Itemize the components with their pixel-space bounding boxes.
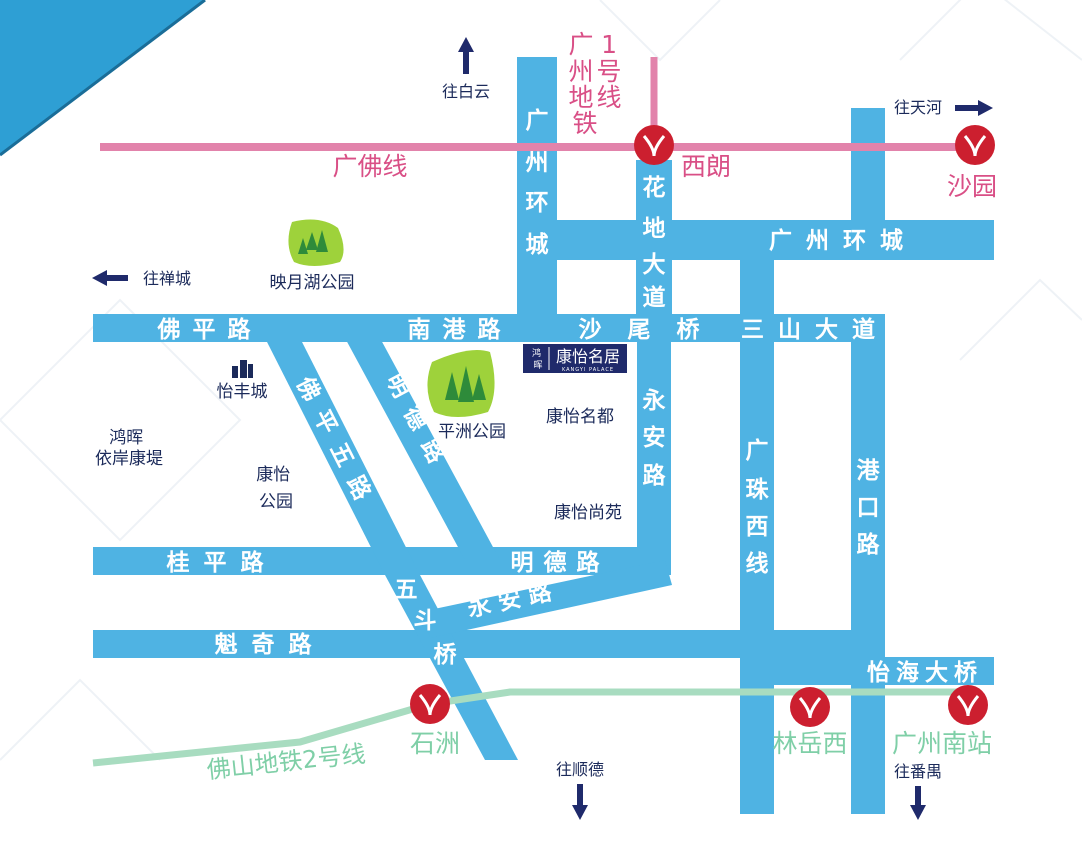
road-wudou-qiao [385, 575, 518, 760]
road-north-connector [851, 108, 885, 223]
station-shizhou [410, 684, 450, 724]
corner-edge [0, 0, 206, 157]
direction-chancheng: 往禅城 [143, 269, 191, 288]
station-label-shizhou: 石洲 [410, 729, 460, 758]
station-shayuan [955, 125, 995, 165]
place-kangyi-shangyuan: 康怡尚苑 [554, 503, 622, 523]
place-kangyi-park: 康怡 公园 [256, 465, 295, 512]
road-kuiqi [93, 630, 885, 658]
label-mingde-lu-h: 明德路 [511, 549, 610, 576]
road-guangzhou-huancheng-horizontal [557, 220, 994, 260]
arrow-right-icon [955, 100, 993, 116]
road-gangkou [851, 338, 885, 814]
place-yingyuehu-park: 映月湖公园 [270, 273, 355, 293]
place-kangyi-mingdu: 康怡名都 [546, 407, 614, 427]
building-icon [232, 360, 253, 378]
label-guangzhou-metro-1: 广 1 州 号 地 线 铁 [569, 30, 630, 138]
label-guiping-lu: 桂平路 [167, 549, 278, 576]
label-nangang-lu: 南港路 [408, 316, 513, 343]
label-yihai-daqiao: 怡海大桥 [867, 659, 983, 686]
direction-tianhe: 往天河 [894, 98, 942, 117]
arrow-up-icon [458, 37, 474, 74]
place-pingzhou-park: 平洲公园 [438, 422, 506, 442]
stations: 西朗 沙园 石洲 林岳西 广州南站 [410, 125, 997, 758]
label-foping-lu: 佛平路 [157, 316, 263, 343]
station-label-xilang: 西朗 [681, 152, 731, 181]
label-yongan-lu-v: 永安路 [643, 388, 667, 489]
label-wudou-qiao: 五斗桥 [395, 577, 458, 668]
label-foping-wulu: 佛平五路 [291, 372, 383, 517]
label-gangkou-lu: 港口路 [857, 458, 881, 558]
station-xilang [634, 125, 674, 165]
road-yongan-diagonal [420, 560, 672, 638]
label-shawei-qiao: 沙尾桥 [579, 316, 726, 343]
road-foping-wulu [265, 338, 420, 575]
station-label-guangzhou-nan: 广州南站 [892, 729, 992, 758]
direction-baiyun: 往白云 [442, 82, 490, 101]
direction-shunde: 往顺德 [556, 760, 604, 779]
label-guangzhu-xixian: 广珠西线 [746, 437, 770, 577]
station-label-linyuexi: 林岳西 [772, 729, 847, 758]
label-guangzhou-huancheng-h: 广州环城 [769, 227, 917, 254]
station-guangzhou-nan [948, 685, 988, 725]
roads [93, 57, 994, 814]
label-sanshan-dadao: 三山大道 [741, 316, 889, 343]
arrow-left-icon [92, 270, 128, 286]
project-name: 康怡名居 [556, 347, 620, 366]
background-pattern [0, 0, 1082, 761]
station-linyuexi [790, 687, 830, 727]
label-guangfo-line: 广佛线 [332, 152, 407, 181]
road-yongan-vertical [637, 338, 671, 570]
project-subtitle: KANGYI PALACE [562, 367, 614, 373]
station-label-shayuan: 沙园 [947, 172, 997, 201]
project-brand: 鸿 晖 [532, 347, 544, 371]
road-mingde-diagonal [345, 338, 500, 560]
label-kuiqi-lu: 魁奇路 [215, 631, 326, 658]
place-yifengcheng: 怡丰城 [217, 382, 268, 402]
road-yihai-daqiao [740, 657, 994, 685]
road-guangzhu-xixian [740, 256, 774, 814]
direction-panyu: 往番禺 [894, 762, 942, 781]
place-honghui: 鸿晖 依岸康堤 [95, 428, 163, 469]
label-guangzhou-huancheng-v: 广州环城 [526, 107, 549, 258]
park-pingzhou-icon [427, 349, 495, 417]
arrow-down-icon [572, 784, 588, 820]
label-huadi-dadao: 花地大道 [643, 175, 666, 311]
project-badge: 鸿 晖 康怡名居 KANGYI PALACE [523, 344, 627, 373]
park-yingyuehu-icon [288, 219, 344, 266]
arrow-down-icon [910, 786, 926, 820]
road-guangzhou-huancheng-vertical [517, 57, 557, 338]
